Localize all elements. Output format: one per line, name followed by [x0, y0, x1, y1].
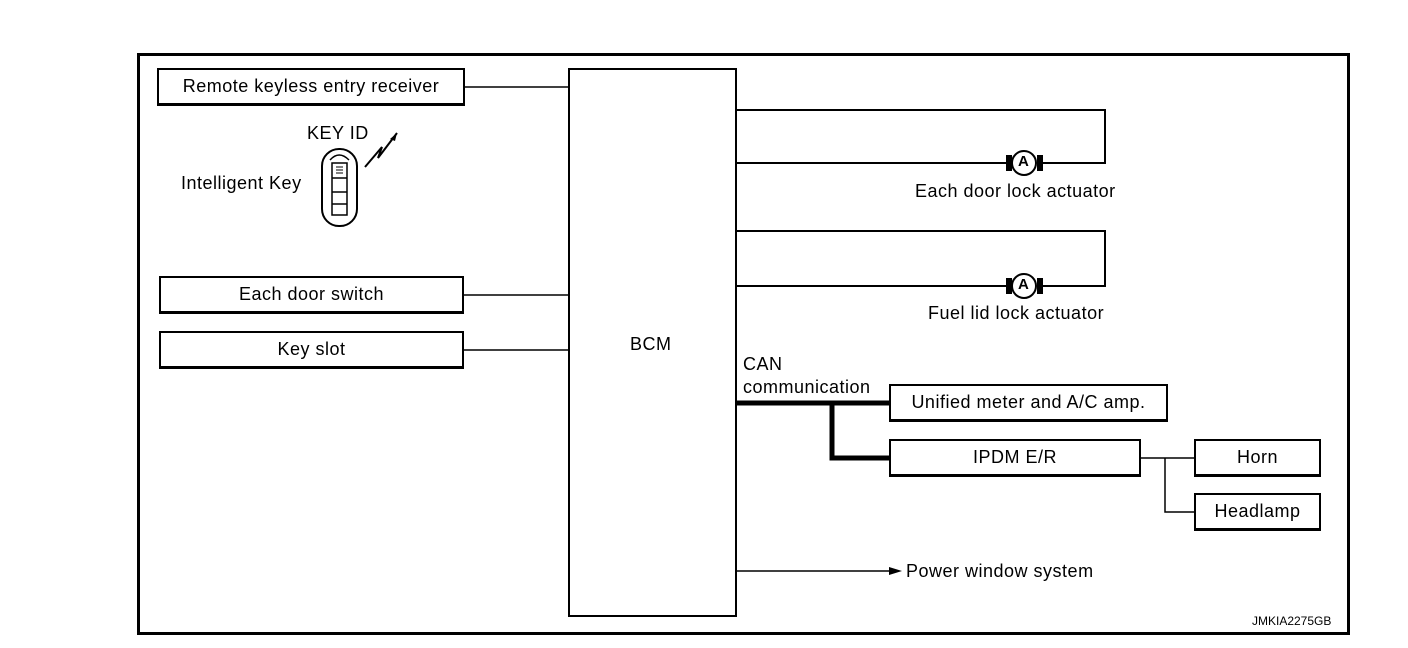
signal-icon — [364, 132, 398, 168]
door-lock-actuator-label: Each door lock actuator — [915, 181, 1116, 201]
door-switch-label: Each door switch — [238, 284, 385, 304]
headlamp-label: Headlamp — [1214, 501, 1301, 521]
communication-label: communication — [743, 377, 871, 397]
horn-label: Horn — [1236, 447, 1278, 467]
remote-keyless-receiver-label: Remote keyless entry receiver — [182, 76, 440, 96]
door-switch-box: Each door switch — [159, 276, 464, 314]
unified-meter-label: Unified meter and A/C amp. — [911, 392, 1146, 412]
intelligent-key-icon — [321, 148, 358, 227]
intelligent-key-label: Intelligent Key — [181, 173, 302, 193]
door-lock-actuator-symbol — [1006, 150, 1043, 176]
door-lock-loop — [736, 109, 1106, 164]
horn-box: Horn — [1194, 439, 1321, 477]
fuel-lid-actuator-label: Fuel lid lock actuator — [928, 303, 1105, 323]
bcm-box — [568, 68, 737, 617]
key-slot-label: Key slot — [277, 339, 346, 359]
can-label: CAN — [743, 354, 783, 374]
power-window-arrowhead — [889, 567, 902, 575]
fuel-lid-actuator-symbol — [1006, 273, 1043, 299]
reference-code: JMKIA2275GB — [1252, 614, 1332, 628]
unified-meter-box: Unified meter and A/C amp. — [889, 384, 1168, 422]
fuel-lid-actuator-symbol-letter: A — [1018, 276, 1030, 293]
door-lock-actuator-symbol-letter: A — [1018, 153, 1030, 170]
fuel-lid-loop — [736, 230, 1106, 287]
bcm-label: BCM — [630, 334, 672, 354]
ipdm-box: IPDM E/R — [889, 439, 1141, 477]
key-id-label: KEY ID — [307, 123, 369, 143]
diagram-frame — [137, 53, 1350, 635]
headlamp-box: Headlamp — [1194, 493, 1321, 531]
ipdm-label: IPDM E/R — [972, 447, 1057, 467]
power-window-label: Power window system — [906, 561, 1094, 581]
headlamp-line — [1164, 458, 1194, 513]
key-slot-box: Key slot — [159, 331, 464, 369]
can-bus-ipdm — [829, 403, 889, 461]
remote-keyless-receiver-box: Remote keyless entry receiver — [157, 68, 465, 106]
